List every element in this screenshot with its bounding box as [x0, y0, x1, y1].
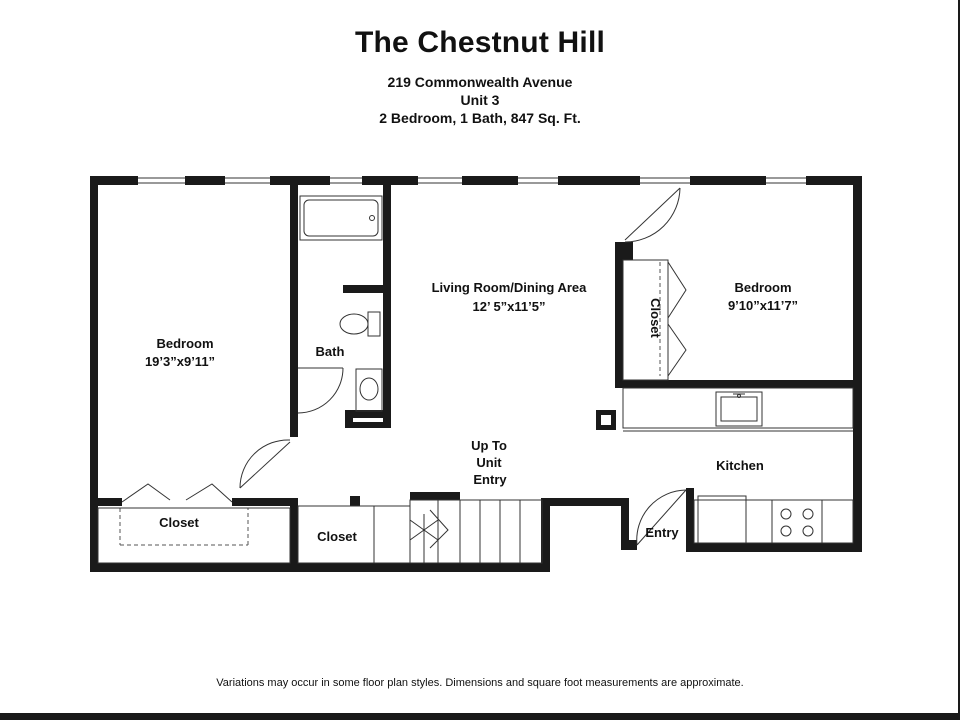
bath-sink	[355, 368, 383, 412]
room-size-bedroom-right: 9’10”x11’7”	[728, 298, 798, 313]
stove	[771, 499, 823, 544]
toilet	[339, 311, 381, 337]
room-label-bedroom-right: Bedroom	[734, 280, 791, 295]
page-title: The Chestnut Hill	[354, 26, 606, 59]
unit-line: Unit 3	[460, 92, 500, 108]
room-size-living: 12’ 5”x11’5”	[472, 299, 545, 314]
room-label-closet-hall: Closet	[317, 529, 357, 544]
room-label-kitchen: Kitchen	[716, 458, 764, 473]
room-label-bath: Bath	[316, 344, 345, 359]
page-frame-right	[958, 0, 960, 720]
refrigerator	[697, 495, 747, 544]
stairs-label-line1: Up To	[471, 438, 507, 453]
address-line: 219 Commonwealth Avenue	[387, 74, 573, 90]
room-label-living: Living Room/Dining Area	[432, 280, 588, 295]
disclaimer-text: Variations may occur in some floor plan …	[216, 677, 744, 689]
windows	[138, 177, 806, 184]
room-label-closet-right: Closet	[648, 298, 663, 338]
unit-summary: 2 Bedroom, 1 Bath, 847 Sq. Ft.	[379, 110, 581, 126]
stairs-label-line3: Entry	[473, 472, 507, 487]
doors	[121, 187, 687, 546]
page-frame-bottom	[0, 713, 960, 720]
room-size-bedroom-left: 19’3”x9’11”	[145, 354, 215, 369]
interior-walls	[98, 185, 862, 572]
room-label-bedroom-left: Bedroom	[156, 336, 213, 351]
stairs-label-line2: Unit	[476, 455, 502, 470]
exterior-walls	[90, 176, 862, 572]
bathtub	[299, 195, 383, 241]
room-label-closet-left: Closet	[159, 515, 199, 530]
stairs	[373, 499, 543, 564]
kitchen-sink	[715, 391, 763, 427]
column-core	[601, 415, 611, 425]
room-label-entry: Entry	[645, 525, 679, 540]
